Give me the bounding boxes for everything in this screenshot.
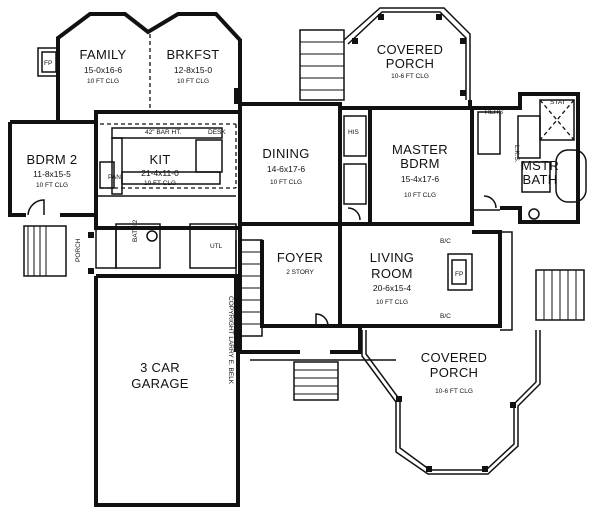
family-dim: 15-0x16-6: [84, 65, 123, 75]
copyright-label: COPYRIGHT LARRY E. BELK: [227, 296, 234, 385]
stat-label: STAT: [550, 99, 566, 106]
living-fireplace-label: FP: [455, 271, 463, 278]
porch-top-name2: PORCH: [386, 56, 434, 71]
room-bdrm2: BDRM 2 11-8x15-5 10 FT CLG: [27, 152, 78, 189]
bc-label-bottom: B/C: [440, 313, 451, 320]
room-mstr-bath: MSTR BATH: [521, 158, 559, 187]
hers-label: HERS: [485, 109, 504, 116]
garage-name: 3 CAR: [140, 360, 180, 375]
left-porch: [23, 225, 94, 277]
family-breakfast-walls: [37, 12, 242, 120]
living-fireplace: [447, 253, 473, 291]
porch-top-name: COVERED: [377, 42, 443, 57]
mstr-bath-name: MSTR: [521, 158, 559, 173]
room-garage: 3 CAR GARAGE: [131, 360, 188, 391]
dining-name: DINING: [262, 146, 309, 161]
master-name2: BDRM: [400, 156, 439, 171]
garage-walls: [94, 240, 240, 507]
bdrm2-name: BDRM 2: [27, 152, 78, 167]
brkfst-clg: 10 FT CLG: [177, 78, 209, 85]
living-name: LIVING: [370, 250, 414, 265]
porch-bottom-name2: PORCH: [430, 365, 478, 380]
porch-top-dim: 10-6 FT CLG: [391, 73, 429, 80]
kit-clg: 10 FT CLG: [144, 180, 176, 187]
bar-height-label: 42" BAR HT.: [145, 129, 181, 136]
left-porch-label: PORCH: [75, 238, 82, 262]
family-fireplace-label: FP: [44, 60, 52, 67]
bottom-porch: [250, 330, 541, 475]
porch-bottom-dim: 10-6 FT CLG: [435, 388, 473, 395]
pantry-label: PAN: [108, 174, 121, 181]
master-suite: [472, 92, 587, 224]
foyer-name: FOYER: [277, 250, 323, 265]
top-porch-steps: [299, 29, 345, 101]
family-clg: 10 FT CLG: [87, 78, 119, 85]
room-porch-bottom: COVERED PORCH 10-6 FT CLG: [421, 350, 487, 395]
dining-clg: 10 FT CLG: [270, 179, 302, 186]
master-name: MASTER: [392, 142, 448, 157]
master-clg: 10 FT CLG: [404, 192, 436, 199]
living-name2: ROOM: [371, 266, 413, 281]
desk-label: DESK: [208, 129, 226, 136]
family-name: FAMILY: [79, 47, 126, 62]
bdrm2-dim: 11-8x15-5: [33, 169, 71, 179]
top-porch-walls: [343, 7, 471, 100]
bdrm2-clg: 10 FT CLG: [36, 182, 68, 189]
utility-label: UTL: [210, 243, 223, 250]
room-brkfst: BRKFST 12-8x15-0 10 FT CLG: [166, 47, 219, 85]
room-porch-top: COVERED PORCH 10-6 FT CLG: [377, 42, 443, 80]
mstr-bath-name2: BATH: [523, 172, 558, 187]
living-clg: 10 FT CLG: [376, 299, 408, 306]
room-foyer: FOYER 2 STORY: [277, 250, 323, 276]
dining-dim: 14-6x17-6: [267, 164, 306, 174]
porch-bottom-name: COVERED: [421, 350, 487, 365]
bc-label-top: B/C: [440, 238, 451, 245]
room-kit: KIT 21-4x11-0 10 FT CLG: [141, 152, 179, 187]
brkfst-dim: 12-8x15-0: [174, 65, 213, 75]
brkfst-name: BRKFST: [166, 47, 219, 62]
right-steps: [500, 231, 585, 331]
his-label: HIS: [348, 129, 360, 136]
stair: [239, 239, 263, 337]
kit-name: KIT: [149, 152, 170, 167]
master-dim: 15-4x17-6: [401, 174, 440, 184]
room-living: LIVING ROOM 20-6x15-4 10 FT CLG: [370, 250, 414, 306]
door-swings: [27, 195, 497, 327]
room-dining: DINING 14-6x17-6 10 FT CLG: [262, 146, 309, 186]
room-master: MASTER BDRM 15-4x17-6 10 FT CLG: [392, 142, 448, 199]
room-family: FAMILY 15-0x16-6 10 FT CLG: [79, 47, 126, 85]
foyer-sub: 2 STORY: [286, 269, 314, 276]
garage-name2: GARAGE: [131, 376, 188, 391]
kit-dim: 21-4x11-0: [141, 168, 179, 178]
lks-label: L.K.S.: [513, 145, 520, 163]
bath2-label: BATH 2: [132, 219, 139, 242]
living-dim: 20-6x15-4: [373, 283, 412, 293]
kitchen-details: [99, 123, 237, 195]
bottom-steps: [293, 361, 339, 401]
main-walls: [8, 100, 502, 354]
